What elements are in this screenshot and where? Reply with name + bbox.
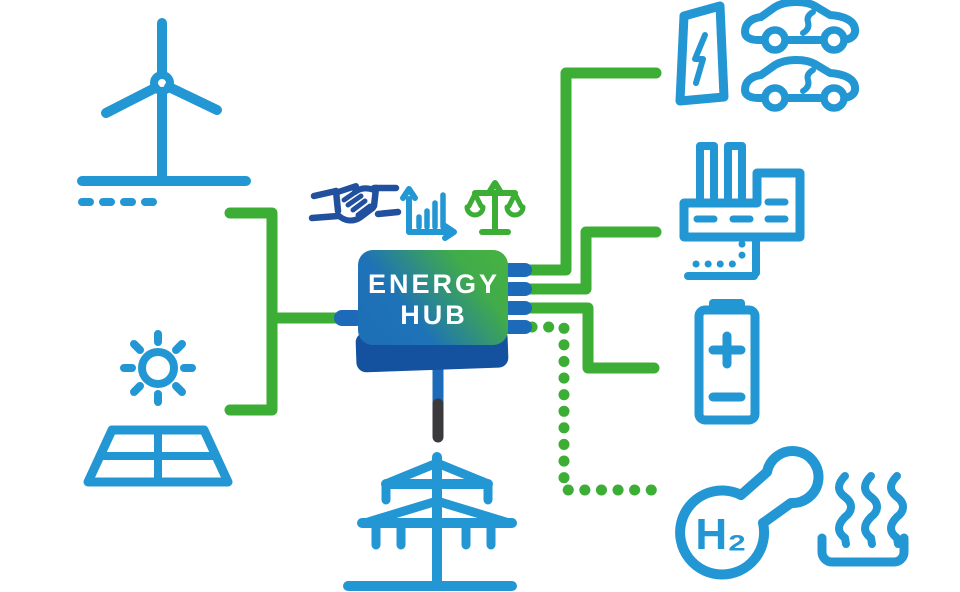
wind-turbine-icon — [77, 18, 251, 206]
lightning-bolt-icon — [692, 32, 708, 86]
connector-battery — [522, 302, 660, 374]
plus-icon — [708, 331, 746, 369]
hub-title-line2: HUB — [400, 300, 468, 330]
hub-port-right-1 — [502, 263, 532, 277]
hydrogen-label: H₂ — [695, 510, 746, 559]
connector-left-sources — [224, 207, 352, 416]
electric-car-icon — [745, 60, 855, 108]
energy-hub: ENERGY HUB — [334, 250, 532, 373]
connector-hydrogen-dotted — [526, 321, 660, 496]
hub-port-left — [334, 310, 364, 326]
hub-port-right-3 — [502, 301, 532, 315]
battery-icon — [694, 299, 760, 425]
hub-port-right-4 — [502, 320, 532, 334]
handshake-icon — [308, 183, 402, 224]
electric-car-icon — [745, 2, 855, 50]
sun-icon — [120, 330, 196, 406]
heat-icon — [817, 472, 909, 567]
hub-body — [358, 250, 508, 345]
factory-icon — [679, 142, 805, 280]
bar-chart-icon — [400, 186, 457, 241]
scales-icon — [464, 180, 526, 235]
hydrogen-icon: H₂ — [675, 446, 824, 580]
solar-panel-icon — [83, 330, 233, 487]
charging-station-icon — [675, 1, 729, 106]
connector-factory — [522, 226, 662, 295]
hub-title-line1: ENERGY — [368, 269, 500, 299]
transmission-tower-icon — [343, 452, 517, 591]
hub-port-right-2 — [502, 282, 532, 296]
connector-ev-charging — [522, 67, 662, 276]
